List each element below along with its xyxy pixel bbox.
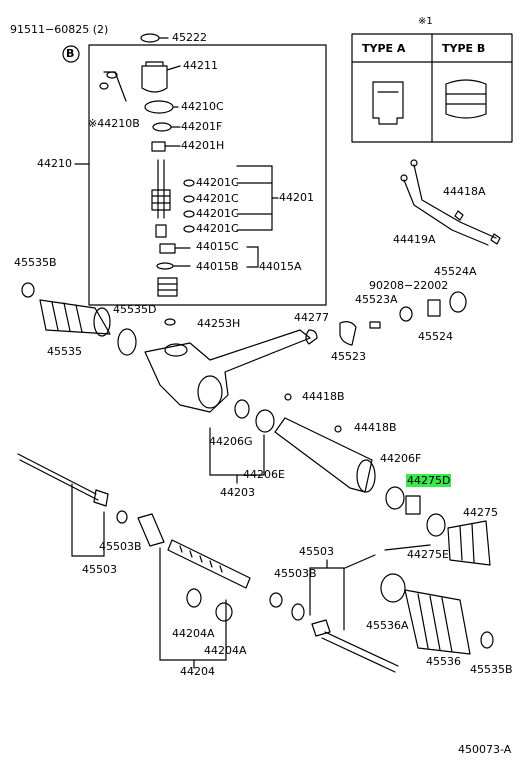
left-boot — [21, 282, 137, 356]
valve-parts — [99, 33, 195, 297]
label-44204: 44204 — [180, 665, 215, 678]
bracket-44201 — [236, 165, 279, 268]
label-44418b: 44418B — [302, 390, 345, 403]
bracket-44203 — [209, 427, 265, 484]
tie-rod-left — [17, 453, 128, 557]
label-44210b: ※44210B — [88, 117, 140, 130]
label-44204a-2: 44204A — [204, 644, 247, 657]
label-44275: 44275 — [463, 506, 498, 519]
valve-housing-frame — [88, 44, 327, 306]
cylinder-tube — [274, 417, 376, 493]
label-44275e: 44275E — [407, 548, 449, 561]
label-45524a: 45524A — [434, 265, 477, 278]
label-45535b-bottom: 45535B — [470, 663, 513, 676]
b-marker-label: B — [66, 47, 75, 60]
label-44277: 44277 — [294, 311, 329, 324]
label-44015c: 44015C — [196, 240, 239, 253]
type-b-label: TYPE B — [442, 42, 486, 55]
label-44210c: 44210C — [181, 100, 224, 113]
label-91511-60825: 91511−60825 (2) — [10, 23, 109, 36]
label-44253h: 44253H — [197, 317, 241, 330]
label-45535: 45535 — [47, 345, 82, 358]
label-44201c-3: 44201C — [196, 207, 239, 220]
label-45524: 45524 — [418, 330, 453, 343]
type-a-seal-icon — [372, 81, 404, 125]
star-mark-label: ※1 — [418, 16, 433, 27]
label-44206g: 44206G — [209, 435, 253, 448]
label-45222: 45222 — [172, 31, 207, 44]
label-45536a: 45536A — [366, 619, 409, 632]
label-44211: 44211 — [183, 59, 218, 72]
label-45503b-mid: 45503B — [274, 567, 317, 580]
label-44204a-1: 44204A — [172, 627, 215, 640]
label-45503b-left: 45503B — [99, 540, 142, 553]
type-box — [351, 33, 513, 143]
pressure-tubes — [400, 159, 501, 246]
type-a-label: TYPE A — [362, 42, 406, 55]
seal-parts — [284, 291, 491, 566]
label-44201: 44201 — [279, 191, 314, 204]
label-45535d: 45535D — [113, 303, 157, 316]
label-44015a: 44015A — [259, 260, 302, 273]
label-45523: 45523 — [331, 350, 366, 363]
label-44419a: 44419A — [393, 233, 436, 246]
label-44418b-2: 44418B — [354, 421, 397, 434]
label-44201c-2: 44201C — [196, 192, 239, 205]
right-boot — [380, 573, 494, 655]
rack-housing — [144, 318, 311, 433]
label-44201c-1: 44201C — [196, 176, 239, 189]
label-45536: 45536 — [426, 655, 461, 668]
label-44418a: 44418A — [443, 185, 486, 198]
label-90208-22002: 90208−22002 — [369, 279, 449, 292]
label-45535b-top: 45535B — [14, 256, 57, 269]
b-circle-marker — [62, 45, 80, 63]
type-b-seal-icon — [445, 79, 487, 119]
label-44206e: 44206E — [243, 468, 285, 481]
label-44203: 44203 — [220, 486, 255, 499]
label-45503-left: 45503 — [82, 563, 117, 576]
label-44206f: 44206F — [380, 452, 422, 465]
tie-rod-right — [309, 544, 431, 673]
label-45523a: 45523A — [355, 293, 398, 306]
label-45503: 45503 — [299, 545, 334, 558]
figure-id: 450073-A — [458, 743, 512, 756]
label-44201c-4: 44201C — [196, 222, 239, 235]
label-44210: 44210 — [37, 157, 72, 170]
highlight-44275d: 44275D — [406, 474, 452, 487]
rack-bar — [137, 513, 305, 669]
label-44201f: 44201F — [181, 120, 223, 133]
label-44275d: 44275D — [406, 474, 452, 487]
label-44015b: 44015B — [196, 260, 239, 273]
label-44201h: 44201H — [181, 139, 225, 152]
